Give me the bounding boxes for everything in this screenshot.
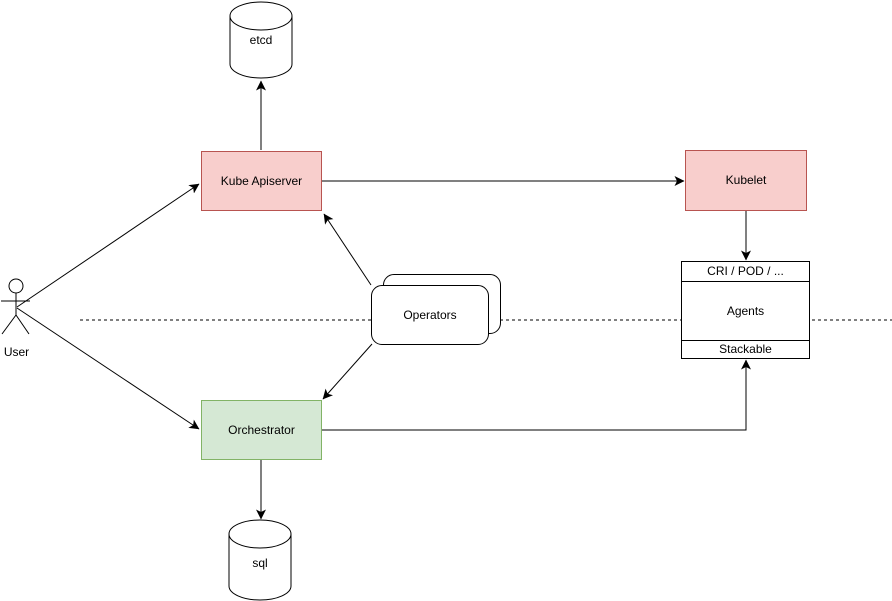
user-actor-figure[interactable] [1, 278, 30, 335]
edge-orchestrator-to-agents [322, 359, 751, 431]
agents-stack-header: CRI / POD / ... [682, 262, 809, 282]
etcd-label: etcd [249, 33, 273, 47]
node-operators[interactable]: Operators [371, 285, 489, 345]
edge-user-to-apiserver [16, 183, 200, 308]
actor-head [8, 278, 24, 294]
kube-apiserver-label: Kube Apiserver [220, 173, 303, 188]
node-orchestrator[interactable]: Orchestrator [201, 400, 322, 460]
etcd-cylinder[interactable] [229, 1, 293, 79]
sql-cylinder[interactable] [228, 519, 292, 601]
kubelet-label: Kubelet [725, 173, 767, 188]
node-agents-stack[interactable]: CRI / POD / ... Agents Stackable [681, 261, 810, 359]
agents-header-label: CRI / POD / ... [707, 264, 784, 279]
edge-operators-to-orchestrator [322, 343, 373, 400]
agents-stack-body: Agents [682, 282, 809, 340]
node-kube-apiserver[interactable]: Kube Apiserver [201, 151, 322, 211]
node-kubelet[interactable]: Kubelet [685, 150, 807, 211]
sql-label: sql [252, 556, 268, 570]
agents-stack-footer: Stackable [682, 340, 809, 358]
user-label: User [3, 345, 30, 359]
edge-operators-to-apiserver [323, 213, 372, 286]
orchestrator-label: Orchestrator [228, 422, 295, 437]
actor-legs [1, 314, 30, 335]
operators-label: Operators [403, 307, 457, 322]
agents-footer-label: Stackable [719, 342, 772, 357]
agents-body-label: Agents [726, 303, 765, 318]
edge-user-to-orchestrator [16, 307, 200, 430]
